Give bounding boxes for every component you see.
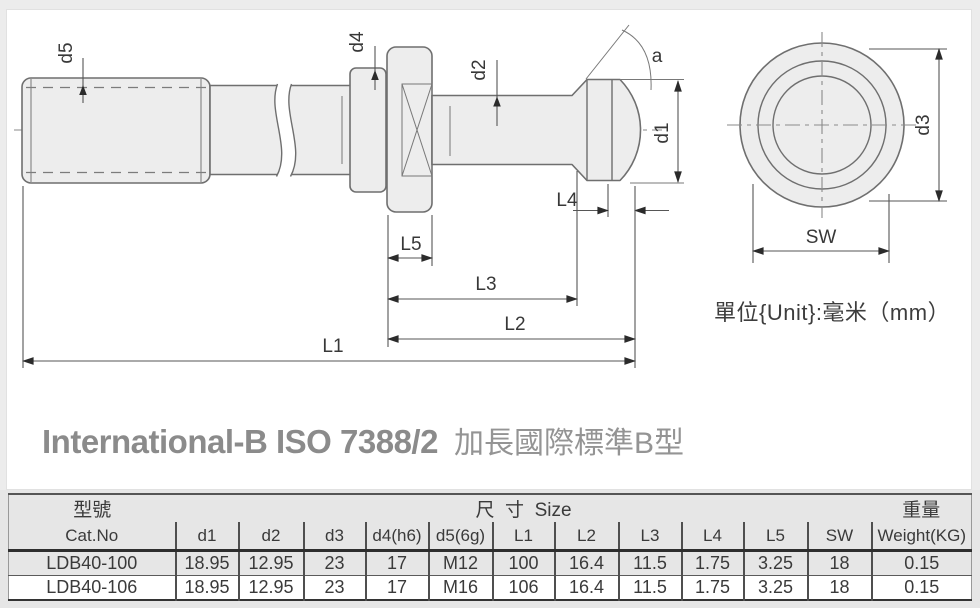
L1-dimension: L1 [22, 186, 636, 368]
col-header-d3: d3 [302, 522, 366, 552]
cell-L5: 3.25 [742, 575, 808, 600]
col-header-d2: d2 [237, 522, 304, 552]
cell-d2: 12.95 [237, 550, 304, 576]
L4-label: L4 [556, 190, 578, 211]
cell-weight: 0.15 [870, 550, 972, 576]
cell-L3: 11.5 [617, 575, 682, 600]
group-header-model: 型號 [73, 500, 112, 521]
cell-L2: 16.4 [553, 550, 619, 576]
pull-stud-end-view [727, 32, 917, 218]
neck-and-head [431, 78, 642, 182]
group-header-weight: 重量 [902, 500, 941, 521]
unit-note: 單位{Unit}:毫米（mm） [714, 300, 951, 325]
cell-L4: 1.75 [680, 550, 744, 576]
cell-weight: 0.15 [870, 575, 972, 600]
d4-label: d4 [347, 31, 368, 53]
col-header-d5: d5(6g) [427, 522, 493, 552]
collar-d4 [349, 67, 387, 193]
pull-stud-side-view [21, 46, 684, 213]
col-header-weight: Weight(KG) [870, 522, 972, 552]
d5-label: d5 [56, 42, 77, 63]
cell-d1: 18.95 [174, 575, 239, 600]
table-row: LDB40-100 18.95 12.95 23 17 M12 100 16.4… [9, 550, 972, 576]
sw-label: SW [806, 227, 837, 248]
cell-L5: 3.25 [742, 550, 808, 576]
d3-dimension: d3 [869, 48, 947, 202]
cell-d3: 23 [302, 575, 366, 600]
table-column-header-row: Cat.No d1 d2 d3 d4(h6) d5(6g) L1 L2 L3 L… [8, 522, 972, 552]
cell-sw: 18 [806, 575, 872, 600]
cell-L4: 1.75 [680, 575, 744, 600]
L5-dimension: L5 [387, 215, 433, 347]
cell-L3: 11.5 [617, 550, 682, 576]
cell-d5: M16 [427, 575, 493, 600]
col-header-d4: d4(h6) [364, 522, 429, 552]
col-header-L4: L4 [680, 522, 744, 552]
sw-dimension: SW [752, 184, 890, 263]
d3-label: d3 [913, 114, 934, 135]
d4-dimension: d4 [347, 31, 379, 90]
cell-catno: LDB40-100 [46, 553, 138, 573]
cell-d4: 17 [364, 550, 429, 576]
title-chinese: 加長國際標準B型 [453, 427, 684, 460]
col-header-sw: SW [806, 522, 872, 552]
cell-L1: 106 [491, 575, 555, 600]
cell-d2: 12.95 [237, 575, 304, 600]
cell-d5: M12 [427, 550, 493, 576]
L3-dimension: L3 [387, 171, 578, 306]
col-header-L5: L5 [742, 522, 808, 552]
break-gap [274, 84, 296, 177]
col-header-L3: L3 [617, 522, 682, 552]
cell-sw: 18 [806, 550, 872, 576]
cell-d4: 17 [364, 575, 429, 600]
cell-catno: LDB40-106 [8, 575, 176, 600]
title-english: International-B ISO 7388/2 [42, 423, 438, 460]
thread-section [21, 77, 211, 184]
flange [386, 46, 433, 213]
cell-d1: 18.95 [174, 550, 239, 576]
col-header-catno: Cat.No [8, 522, 176, 552]
page-title: International-B ISO 7388/2 加長國際標準B型 [42, 418, 684, 462]
spec-table: 型號 尺 寸 Size 重量 Cat.No d1 d2 d3 d4(h6) d5… [8, 493, 972, 601]
table-row: LDB40-106 18.95 12.95 23 17 M16 106 16.4… [8, 575, 972, 600]
table-group-header-row: 型號 尺 寸 Size 重量 [9, 494, 972, 522]
d1-dimension: d1 [652, 80, 682, 183]
cell-L2: 16.4 [553, 575, 619, 600]
d2-label: d2 [469, 59, 490, 80]
col-header-L1: L1 [491, 522, 555, 552]
col-header-d1: d1 [174, 522, 239, 552]
technical-drawing: a d5 d4 d2 d1 L4 [14, 24, 947, 368]
L4-dimension: L4 [556, 184, 669, 217]
d5-dimension: d5 [56, 42, 87, 103]
d2-dimension: d2 [469, 59, 501, 126]
angle-a-annotation: a [585, 24, 663, 91]
L5-label: L5 [400, 234, 421, 255]
col-header-L2: L2 [553, 522, 619, 552]
L1-label: L1 [322, 336, 343, 357]
cell-L1: 100 [491, 550, 555, 576]
cell-d3: 23 [302, 550, 366, 576]
L2-label: L2 [504, 314, 525, 335]
L3-label: L3 [475, 274, 496, 295]
angle-a-label: a [652, 46, 663, 67]
group-header-size: 尺 寸 Size [475, 500, 572, 521]
d1-label: d1 [652, 122, 673, 143]
L2-dimension: L2 [387, 186, 636, 368]
